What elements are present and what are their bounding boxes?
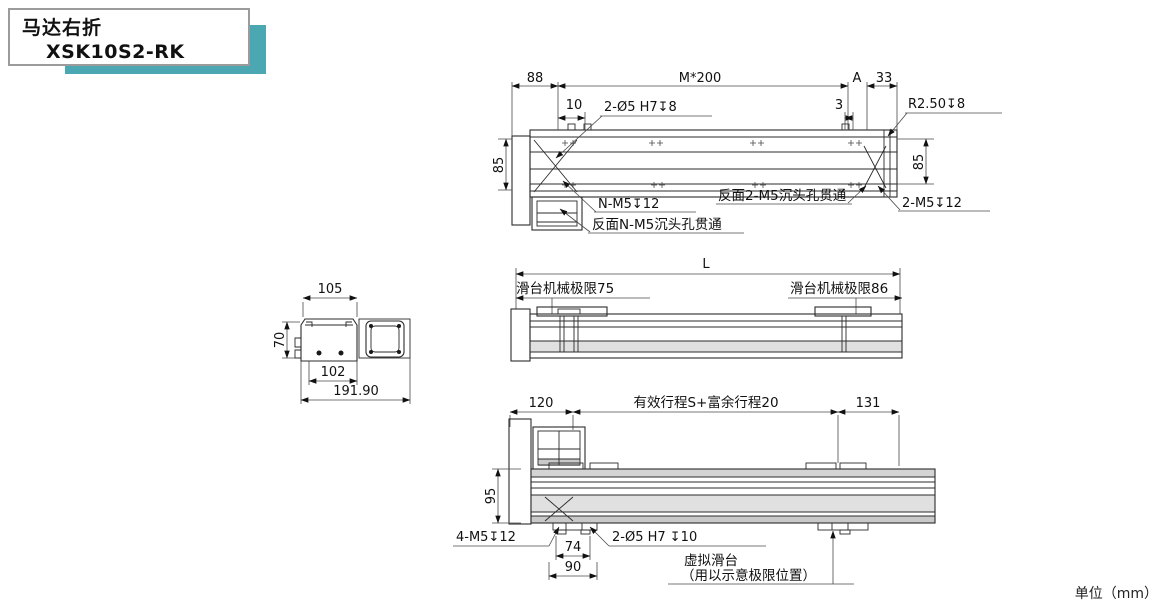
section-cross-right [863,145,887,189]
dim-88: 88 [527,71,544,86]
dim-3: 3 [835,98,843,113]
dim-191-90: 191.90 [333,384,379,399]
dim-85-left: 85 [492,157,507,174]
mounting-holes [562,140,862,188]
drawing-title-type: 马达右折 [22,17,103,39]
virtual-slider-label-2: （用以示意极限位置） [681,567,816,584]
dowel-hole-callout: 2-Ø5 H7↧8 [604,100,677,115]
dim-95: 95 [484,488,499,505]
side-view-body [529,313,903,359]
bottom-slider-right [817,522,869,531]
dim-131: 131 [856,396,881,411]
limit-right-label: 滑台机械极限86 [790,281,888,297]
stroke-dim-label: 有效行程S+富余行程20 [633,394,778,411]
bottom-slider-left [552,522,598,531]
m5-callout-bottom: 4-M5↧12 [456,530,516,545]
n-m5-callout: N-M5↧12 [598,197,659,212]
bottom-view: 120 有效行程S+富余行程20 131 [453,394,936,585]
dim-74: 74 [565,540,582,555]
dim-85-right: 85 [912,154,927,171]
dim-90: 90 [565,560,582,575]
bottom-view-body [530,468,936,524]
dim-105: 105 [318,282,343,297]
motor-square [365,320,405,358]
datum-a-label: A [853,71,862,86]
limit-left-label: 滑台机械极限75 [516,281,614,297]
back-n-m5-callout: 反面N-M5沉头孔贯通 [592,217,722,233]
m5-callout-right: 2-M5↧12 [902,196,962,211]
section-view: 105 70 102 191.90 [273,282,411,404]
corner-radius-callout: R2.50↧8 [908,97,965,112]
motor-outline [358,318,411,359]
dim-10: 10 [566,98,583,113]
dim-120: 120 [529,396,554,411]
side-view-slider [536,306,608,317]
bottom-view-flange [508,418,532,525]
dim-102: 102 [321,365,346,380]
top-view-motor-housing [531,196,583,231]
top-view-left-flange [511,135,531,226]
dowel-hole-callout-bottom: 2-Ø5 H7 ↧10 [612,530,697,545]
dim-hole-pitch: M*200 [679,71,722,86]
back-2-m5-callout: 反面2-M5沉头孔贯通 [718,188,847,204]
section-cross-bottom [544,496,574,522]
side-view-end-block [510,308,531,362]
dim-70: 70 [273,332,288,349]
unit-note: 单位（mm） [1074,586,1158,602]
dim-total-length: L [702,257,710,272]
top-view: 88 M*200 A 33 10 3 2-Ø5 H7↧8 R2.50↧8 85 … [492,71,1002,234]
title-box: 马达右折 XSK10S2-RK [8,8,250,66]
drawing-title-model: XSK10S2-RK [46,41,185,63]
top-view-body [529,129,898,198]
dim-33: 33 [876,71,893,86]
side-view: L 滑台机械极限75 滑台机械极限86 [510,257,903,362]
side-view-virtual-slider [814,306,872,317]
virtual-slider-label-1: 虚拟滑台 [684,553,738,569]
